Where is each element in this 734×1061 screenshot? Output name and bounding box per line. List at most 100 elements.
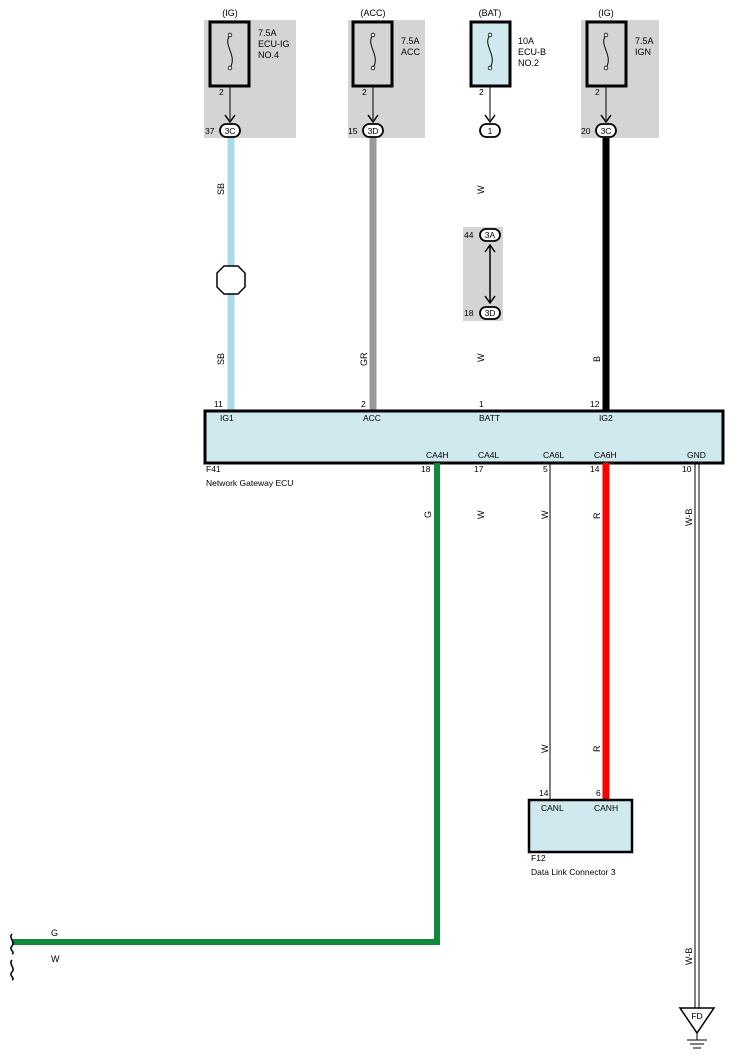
junction-top-label: 3A bbox=[485, 230, 496, 240]
fuse-pin: 2 bbox=[362, 87, 367, 97]
ground-triangle-icon bbox=[678, 1007, 716, 1035]
fuse-box-background bbox=[348, 20, 425, 138]
upper-wires: SB SB GR W W 44 3A 18 3D B bbox=[216, 138, 610, 411]
fuse-ecu-b-no2: (BAT) 10A ECU-B NO.2 2 1 bbox=[469, 8, 546, 138]
fuse-source-label: (IG) bbox=[222, 8, 238, 18]
fuse-ecu-ig-no4: (IG) 7.5A ECU-IG NO.4 2 37 3C bbox=[204, 8, 296, 138]
junction-top-number: 44 bbox=[464, 230, 474, 240]
ecu-pin-number: 5 bbox=[543, 464, 548, 474]
wire-color-label: G bbox=[51, 928, 58, 938]
dlc-id: F12 bbox=[531, 853, 546, 863]
fuse-name: ECU-B bbox=[518, 47, 546, 57]
fuse-acc: (ACC) 7.5A ACC 2 15 3D bbox=[348, 8, 425, 138]
ecu-pin-number: 18 bbox=[421, 464, 431, 474]
wire-color-label: SB bbox=[216, 353, 226, 365]
connector-arrow-icon bbox=[367, 114, 379, 124]
ecu-pin-number: 1 bbox=[479, 399, 484, 409]
fuse-element-icon bbox=[227, 34, 233, 69]
wire-color-label: W bbox=[51, 954, 60, 964]
connector-badge bbox=[219, 123, 241, 138]
dlc-pin-number: 14 bbox=[539, 788, 549, 798]
network-gateway-ecu: 11 IG1 2 ACC 1 BATT 12 IG2 CA4H CA4L CA6… bbox=[203, 399, 725, 488]
wire-ca4h-g bbox=[12, 463, 440, 945]
ecu-pin-name: GND bbox=[687, 450, 706, 460]
splice-octagon-icon bbox=[216, 265, 246, 295]
arrow-up-icon bbox=[484, 243, 496, 253]
connector-label: 3C bbox=[225, 126, 236, 136]
fuse-element-icon bbox=[370, 34, 376, 69]
ecu-pin-number: 10 bbox=[682, 464, 692, 474]
ecu-pin-name: CA4H bbox=[426, 450, 449, 460]
ground-fd: FD bbox=[678, 1007, 716, 1049]
ecu-body bbox=[203, 409, 725, 465]
fuse-outline bbox=[469, 20, 512, 88]
ground-label: FD bbox=[691, 1011, 702, 1021]
fuse-rating: 7.5A bbox=[635, 36, 654, 46]
connector-badge bbox=[479, 123, 501, 138]
connector-label: 3C bbox=[601, 126, 612, 136]
fuse-rating: 7.5A bbox=[401, 36, 420, 46]
connector-arrow-icon bbox=[224, 114, 236, 124]
ecu-name: Network Gateway ECU bbox=[206, 478, 293, 488]
fuse-element-icon bbox=[603, 34, 609, 69]
fuse-source-label: (ACC) bbox=[361, 8, 386, 18]
fuse-rating: 10A bbox=[518, 36, 534, 46]
wire-color-label: W-B bbox=[684, 509, 694, 526]
ecu-id: F41 bbox=[206, 464, 221, 474]
ecu-pin-number: 2 bbox=[361, 399, 366, 409]
connector-badge bbox=[479, 228, 501, 242]
ecu-pin-name: ACC bbox=[363, 413, 381, 423]
data-link-connector: 14 6 CANL CANH F12 Data Link Connector 3 bbox=[527, 788, 634, 877]
junction-background bbox=[463, 227, 503, 321]
fuse-pin: 2 bbox=[479, 87, 484, 97]
dlc-pin-number: 6 bbox=[596, 788, 601, 798]
break-icon bbox=[10, 959, 14, 981]
connector-number: 37 bbox=[205, 126, 215, 136]
wire-color-label: W bbox=[476, 185, 486, 194]
dlc-body bbox=[527, 798, 634, 854]
fuse-pin: 2 bbox=[219, 87, 224, 97]
ecu-pin-name: CA6H bbox=[594, 450, 617, 460]
wire-color-label: SB bbox=[216, 183, 226, 195]
wire-color-label: G bbox=[423, 511, 433, 518]
connector-arrow-icon bbox=[484, 114, 496, 124]
fuse-box-background bbox=[581, 20, 659, 138]
ecu-pin-name: CA6L bbox=[543, 450, 565, 460]
dlc-pin-name: CANH bbox=[594, 803, 618, 813]
wire-color-label: R bbox=[592, 512, 602, 519]
connector-badge bbox=[479, 306, 501, 320]
connector-badge bbox=[595, 123, 617, 138]
wire-color-label: W bbox=[540, 744, 550, 753]
wire-color-label: R bbox=[592, 745, 602, 752]
fuse-source-label: (IG) bbox=[598, 8, 614, 18]
fuse-rating: 7.5A bbox=[258, 28, 277, 38]
fuse-name-line2: NO.4 bbox=[258, 50, 279, 60]
ecu-pin-number: 11 bbox=[214, 399, 223, 409]
wire-color-label: B bbox=[592, 356, 602, 362]
ecu-pin-name: CA4L bbox=[478, 450, 500, 460]
wire-color-label: W bbox=[476, 353, 486, 362]
fuse-pin: 2 bbox=[595, 87, 600, 97]
fuse-source-label: (BAT) bbox=[479, 8, 502, 18]
connector-number: 20 bbox=[581, 126, 591, 136]
junction-bottom-number: 18 bbox=[464, 308, 474, 318]
fuse-name: ACC bbox=[401, 47, 421, 57]
dlc-pin-name: CANL bbox=[541, 803, 564, 813]
fuse-name-line2: NO.2 bbox=[518, 58, 539, 68]
wire-color-label: W bbox=[476, 510, 486, 519]
connector-label: 1 bbox=[488, 126, 493, 136]
connector-label: 3D bbox=[368, 126, 379, 136]
wire-color-label: W-B bbox=[684, 948, 694, 965]
lower-wires: G W W W R R W-B W-B bbox=[12, 463, 700, 1008]
ecu-pin-name: BATT bbox=[479, 413, 500, 423]
connector-arrow-icon bbox=[600, 114, 612, 124]
wire-color-label: GR bbox=[359, 352, 369, 366]
fuse-element-icon bbox=[487, 34, 493, 69]
ecu-pin-name: IG1 bbox=[220, 413, 234, 423]
offpage-connectors: G W bbox=[10, 928, 60, 981]
junction-bottom-label: 3D bbox=[485, 308, 496, 318]
dlc-name: Data Link Connector 3 bbox=[531, 867, 616, 877]
ecu-pin-number: 17 bbox=[474, 464, 484, 474]
fuse-ign: (IG) 7.5A IGN 2 20 3C bbox=[581, 8, 659, 138]
